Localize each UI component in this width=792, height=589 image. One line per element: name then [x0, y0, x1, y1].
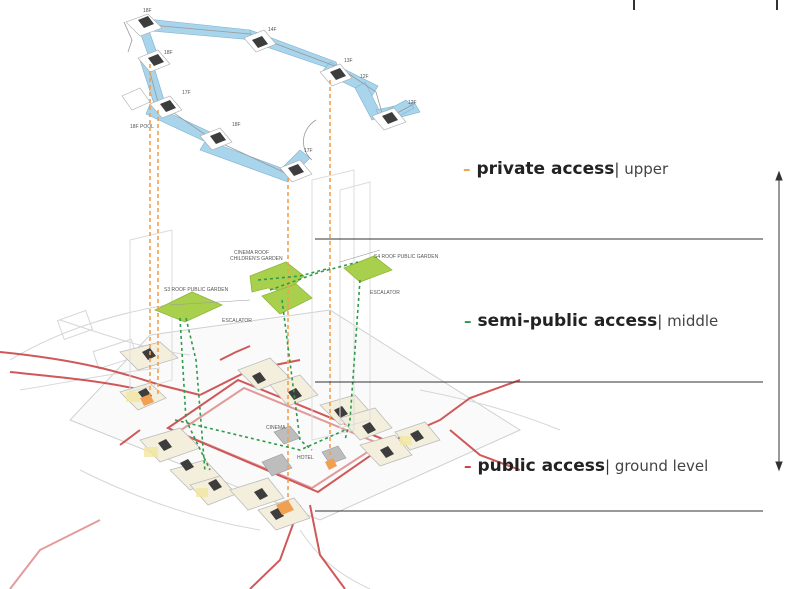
label-floor-a: 18F [143, 8, 152, 14]
s3-roof [154, 291, 223, 323]
s4-roof [343, 255, 393, 283]
label-floor-i: 17F [304, 148, 313, 154]
ground-plate [69, 309, 522, 521]
floor-labels: 18F 14F 18F 13F 12F 12F 17F 18F 17F 18F … [130, 8, 417, 154]
legend-public-dash: – [464, 457, 472, 475]
label-s3-roof: S3 ROOF PUBLIC GARDEN [164, 287, 229, 293]
legend-private-level: upper [619, 160, 669, 178]
legend-private-sep: | [614, 160, 620, 178]
ground-buildings: CINEMA HOTEL [119, 341, 441, 531]
legend-semi-public-sep: | [657, 312, 663, 330]
label-floor-e: 12F [360, 74, 369, 80]
label-cinema-roof: CINEMA ROOF [234, 250, 269, 256]
label-childrens-garden: CHILDREN'S GARDEN [230, 256, 283, 262]
legend-public-level: ground level [610, 457, 709, 475]
label-hotel: HOTEL [297, 455, 314, 461]
legend-semi-public-title: semi-public access [477, 311, 658, 331]
legend-private: –private access| upper [463, 159, 668, 179]
tower-outlines [129, 169, 371, 441]
legend-private-title: private access [476, 159, 615, 179]
middle-level: CINEMA ROOF CHILDREN'S GARDEN S4 ROOF PU… [154, 249, 439, 324]
legend-public: –public access| ground level [464, 456, 708, 476]
childrens-garden [261, 283, 313, 315]
semi-public-access-lines [174, 261, 361, 473]
legend-semi-public-dash: – [464, 312, 472, 330]
label-s4-roof: S4 ROOF PUBLIC GARDEN [374, 254, 439, 260]
corner-ticks [633, 0, 778, 10]
legend-public-title: public access [477, 456, 605, 476]
label-floor-c: 18F [164, 50, 173, 56]
level-dividers [315, 238, 763, 512]
label-floor-g: 17F [182, 90, 191, 96]
label-floor-f: 12F [408, 100, 417, 106]
label-escalator-1: ESCALATOR [222, 318, 252, 324]
middle-text: CINEMA ROOF CHILDREN'S GARDEN S4 ROOF PU… [164, 250, 439, 324]
label-pool: 18F POOL [130, 124, 154, 130]
label-floor-d: 13F [344, 58, 353, 64]
label-escalator-2: ESCALATOR [370, 290, 400, 296]
legend-semi-public-level: middle [662, 312, 719, 330]
label-floor-b: 14F [268, 27, 277, 33]
ground-text: CINEMA HOTEL [266, 425, 314, 461]
ground-level: CINEMA HOTEL [0, 169, 561, 589]
upper-level: 18F 14F 18F 13F 12F 12F 17F 18F 17F 18F … [121, 8, 421, 183]
private-access-lines [149, 64, 331, 505]
label-cinema: CINEMA [266, 425, 286, 431]
legend-public-sep: | [604, 457, 611, 475]
legend-private-dash: – [463, 160, 471, 178]
vertical-arrow [775, 170, 783, 472]
label-floor-h: 18F [232, 122, 241, 128]
legend-semi-public: –semi-public access| middle [464, 311, 718, 331]
